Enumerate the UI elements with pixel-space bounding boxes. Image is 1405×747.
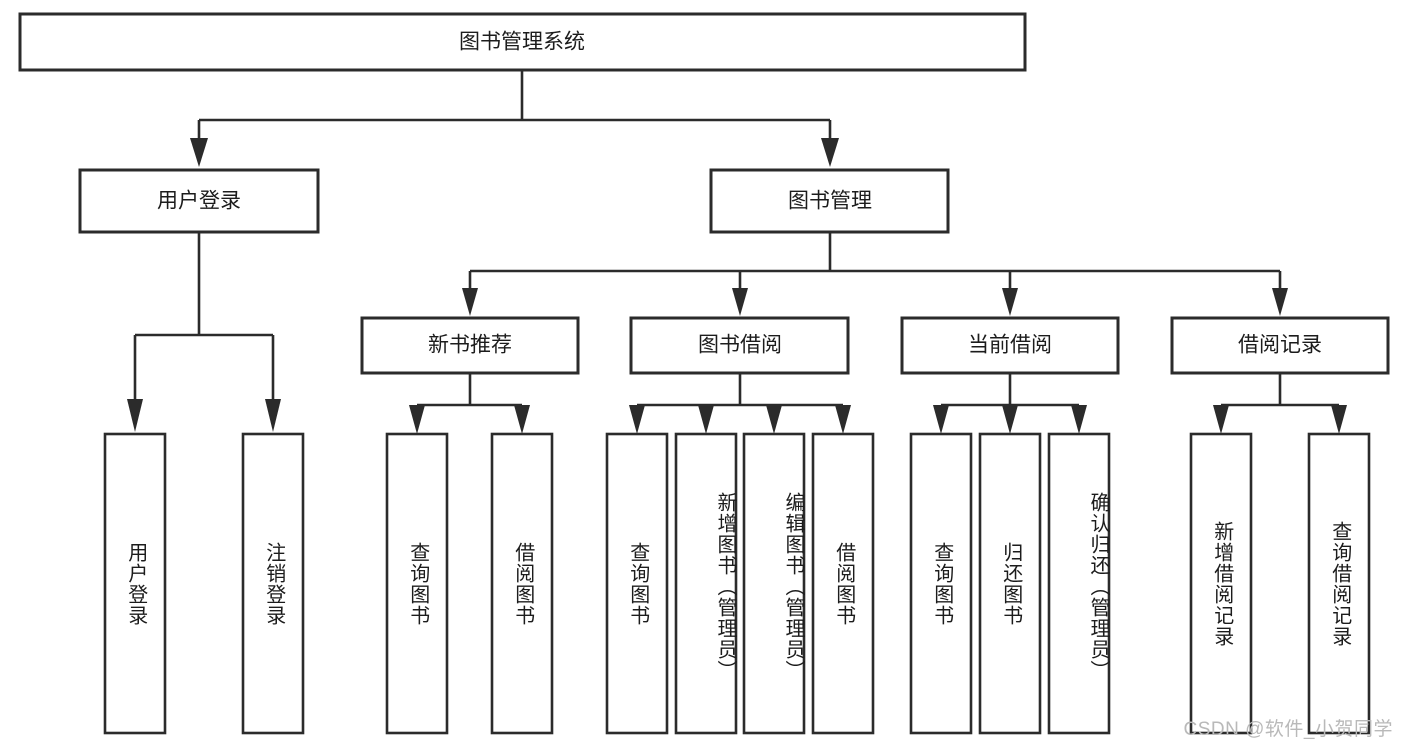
arrow-head-leaf-query-book-3 [933, 405, 949, 434]
node-book-borrow-rect[interactable] [629, 316, 850, 375]
node-root-rect[interactable] [18, 12, 1027, 72]
arrow-head-leaf-edit-book [766, 405, 782, 434]
leaf-box-logout-login[interactable] [241, 432, 305, 735]
node-new-book-recommend[interactable]: 新书推荐 [360, 316, 580, 375]
csdn-watermark: CSDN @软件_小贺同学 [1183, 719, 1393, 740]
leaf-box-edit-book[interactable] [742, 432, 806, 735]
leaf-box-query-record[interactable] [1307, 432, 1371, 735]
connector-group-user-login [127, 232, 281, 432]
arrow-head-leaf-add-book [698, 405, 714, 434]
leaf-box-borrow-book-2[interactable] [811, 432, 875, 735]
arrow-head-leaf-borrow-book-2 [835, 405, 851, 434]
connector-group-book-manage [462, 232, 1288, 316]
leaf-box-query-book-2[interactable] [605, 432, 669, 735]
arrow-head-borrow-record [1272, 288, 1288, 316]
node-book-manage[interactable]: 图书管理 [709, 168, 950, 234]
arrow-head-leaf-add-record [1213, 405, 1229, 434]
connector-group-borrow-record [1213, 373, 1347, 434]
connector-group-new-book-recommend [409, 373, 530, 434]
arrow-head-current-borrow [1002, 288, 1018, 316]
node-book-manage-label: 图书管理 [788, 190, 872, 213]
connector-group-root [190, 70, 839, 167]
node-book-borrow[interactable]: 图书借阅 [629, 316, 850, 375]
node-current-borrow-label: 当前借阅 [968, 334, 1052, 357]
leaf-box-return-book[interactable] [978, 432, 1042, 735]
node-user-login-label: 用户登录 [157, 190, 241, 213]
leaf-box-query-book-1[interactable] [385, 432, 449, 735]
node-borrow-record-label: 借阅记录 [1238, 334, 1322, 357]
leaf-box-user-login[interactable] [103, 432, 167, 735]
arrow-head-leaf-return-book [1002, 405, 1018, 434]
arrow-head-leaf-query-book-1 [409, 405, 425, 434]
node-root-label: 图书管理系统 [459, 31, 585, 54]
node-current-borrow[interactable]: 当前借阅 [900, 316, 1120, 375]
leaf-box-add-book[interactable] [674, 432, 738, 735]
leaf-box-add-record[interactable] [1189, 432, 1253, 735]
leaf-box-borrow-book-1[interactable] [490, 432, 554, 735]
arrow-head-leaf-borrow-book-1 [514, 405, 530, 434]
node-book-manage-rect[interactable] [709, 168, 950, 234]
leaf-box-confirm-return[interactable] [1047, 432, 1111, 735]
node-new-book-recommend-label: 新书推荐 [428, 334, 512, 357]
node-new-book-recommend-rect[interactable] [360, 316, 580, 375]
arrow-head-leaf-logout-login [265, 399, 281, 432]
arrow-head-leaf-query-record [1331, 405, 1347, 434]
arrow-head-book-borrow [732, 288, 748, 316]
arrow-head-user-login [190, 138, 208, 167]
node-borrow-record[interactable]: 借阅记录 [1170, 316, 1390, 375]
arrow-head-leaf-confirm-return [1071, 405, 1087, 434]
connector-group-current-borrow [933, 373, 1087, 434]
connector-group-book-borrow [629, 373, 851, 434]
node-book-borrow-label: 图书借阅 [698, 334, 782, 357]
leaf-box-query-book-3[interactable] [909, 432, 973, 735]
node-user-login-rect[interactable] [78, 168, 320, 234]
arrow-head-book-manage [821, 138, 839, 167]
node-borrow-record-rect[interactable] [1170, 316, 1390, 375]
node-user-login[interactable]: 用户登录 [78, 168, 320, 234]
arrow-head-new-book-recommend [462, 288, 478, 316]
arrow-head-leaf-query-book-2 [629, 405, 645, 434]
arrow-head-leaf-user-login [127, 399, 143, 432]
node-current-borrow-rect[interactable] [900, 316, 1120, 375]
node-root[interactable]: 图书管理系统 [18, 12, 1027, 72]
